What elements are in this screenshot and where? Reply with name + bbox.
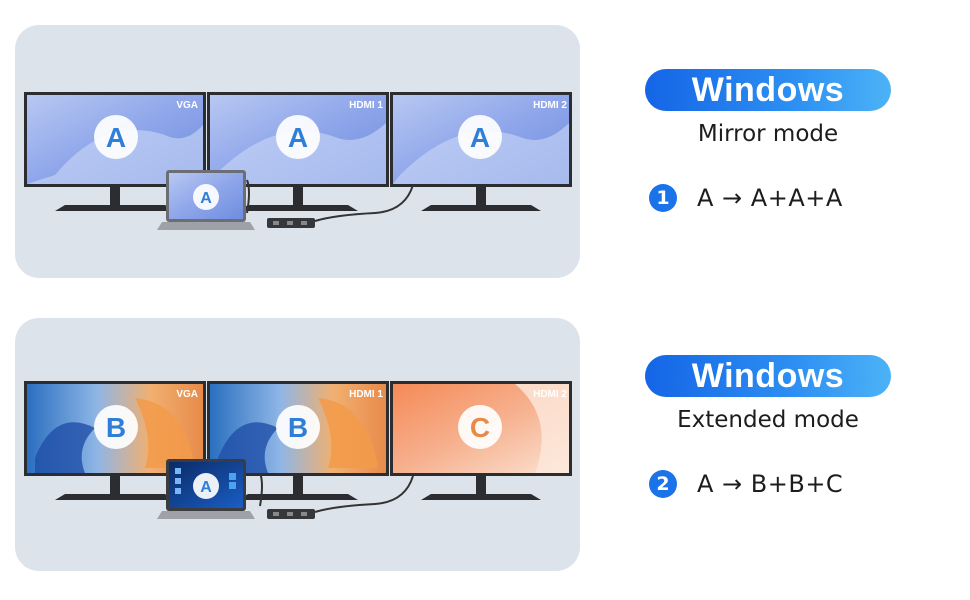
monitor-vga: VGA A: [24, 92, 206, 211]
monitor-stand: [55, 205, 175, 211]
screen-letter-vga: B: [106, 412, 126, 443]
screen-letter-vga: A: [106, 122, 126, 153]
monitor-hdmi2: HDMI 2 A: [390, 92, 572, 211]
mirror-mode-illustration: VGA A HDMI 1 A HDMI 2 A: [15, 25, 580, 278]
mode-label: Mirror mode: [697, 121, 839, 147]
port-label-vga: VGA: [176, 389, 198, 400]
laptop-screen-letter: A: [200, 479, 212, 496]
screen-letter-hdmi1: B: [288, 412, 308, 443]
usb-hub-icon: [267, 218, 315, 228]
laptop-icon: A: [157, 459, 255, 519]
port-label-hdmi1: HDMI 1: [349, 389, 383, 400]
extended-mode-illustration: VGA B HDMI 1 B HDMI 2 C: [15, 318, 580, 571]
monitor-hdmi1: HDMI 1 B: [207, 381, 389, 500]
mode-formula: 1 A → A+A+A: [649, 184, 843, 212]
formula-text: A → A+A+A: [697, 184, 843, 212]
os-title-pill: Windows: [645, 69, 891, 111]
mirror-mode-info: Windows Mirror mode 1 A → A+A+A: [645, 69, 891, 212]
monitor-hdmi2: HDMI 2 C: [390, 381, 572, 500]
extended-mode-info: Windows Extended mode 2 A → B+B+C: [645, 355, 891, 498]
step-badge: 1: [649, 184, 677, 212]
port-label-vga: VGA: [176, 100, 198, 111]
extended-scene: VGA B HDMI 1 B HDMI 2 C: [24, 381, 572, 519]
screen-letter-hdmi2: A: [470, 122, 490, 153]
usb-hub-icon: [267, 509, 315, 519]
mode-label: Extended mode: [677, 407, 859, 433]
step-badge: 2: [649, 470, 677, 498]
screen-letter-hdmi1: A: [288, 122, 308, 153]
formula-text: A → B+B+C: [697, 470, 844, 498]
os-title-pill: Windows: [645, 355, 891, 397]
mode-formula: 2 A → B+B+C: [649, 470, 843, 498]
port-label-hdmi2: HDMI 2: [533, 389, 567, 400]
mirror-scene: VGA A HDMI 1 A HDMI 2 A: [24, 92, 572, 230]
screen-letter-hdmi2: C: [470, 412, 490, 443]
port-label-hdmi1: HDMI 1: [349, 100, 383, 111]
laptop-screen-letter: A: [200, 190, 212, 207]
port-label-hdmi2: HDMI 2: [533, 100, 567, 111]
laptop-icon: A: [157, 170, 255, 230]
monitor-vga: VGA B: [24, 381, 206, 500]
